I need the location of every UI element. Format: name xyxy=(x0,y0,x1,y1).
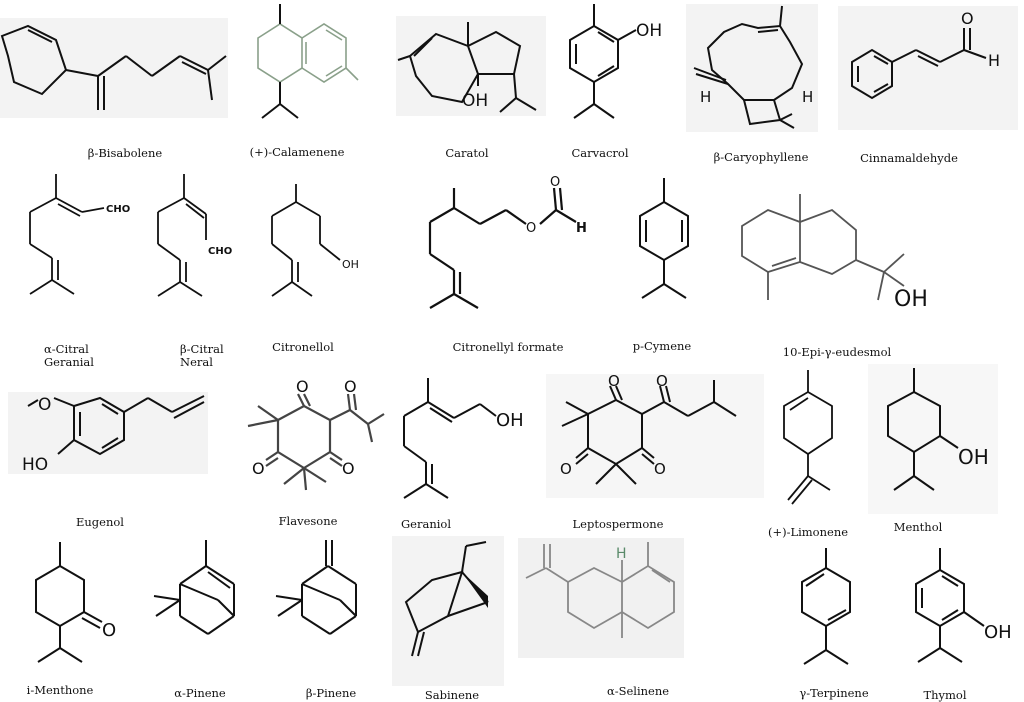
label-caratol: Caratol xyxy=(445,146,489,160)
leptospermone-o-right: O xyxy=(654,460,666,478)
label-caryophyllene: β-Caryophyllene xyxy=(713,150,809,164)
structure-limonene xyxy=(783,370,833,505)
structure-apinene xyxy=(153,540,235,635)
structure-caratol: OH xyxy=(396,16,546,116)
structure-leptospermone: O O O O xyxy=(546,374,764,498)
label-geranial: Geranial xyxy=(44,355,94,369)
caryophyllene-h-left: H xyxy=(700,88,711,106)
structure-bpinene xyxy=(275,540,357,635)
selinene-hydrogen: H xyxy=(616,546,627,562)
label-geraniol: Geraniol xyxy=(400,517,452,531)
flavesone-o-left: O xyxy=(252,459,265,478)
label-menthone: i-Menthone xyxy=(26,683,94,697)
thymol-hydroxyl: OH xyxy=(984,622,1012,643)
label-citral-beta: β-Citral xyxy=(180,342,224,356)
cinnamaldehyde-oxygen: O xyxy=(961,9,974,28)
citral-beta-cho: CHO xyxy=(208,246,232,257)
structure-cymene xyxy=(639,178,689,299)
label-flavesone: Flavesone xyxy=(278,514,338,528)
menthol-hydroxyl: OH xyxy=(958,445,989,469)
label-sabinene: Sabinene xyxy=(424,688,480,702)
flavesone-o-top: O xyxy=(296,377,309,396)
label-limonene: (+)-Limonene xyxy=(767,525,849,539)
structure-menthone: O xyxy=(35,542,116,663)
structure-caryophyllene: H H xyxy=(686,4,818,132)
eugenol-hydroxyl: HO xyxy=(22,455,48,474)
label-citronellyl-formate: Citronellyl formate xyxy=(452,340,564,354)
leptospermone-o-top: O xyxy=(608,374,620,390)
eugenol-methoxy-oxygen: O xyxy=(38,395,51,415)
menthone-oxygen: O xyxy=(102,620,116,641)
structure-bisabolene xyxy=(0,18,228,118)
label-leptospermone: Leptospermone xyxy=(572,517,664,531)
label-eudesmol: 10-Epi-γ-eudesmol xyxy=(782,345,892,359)
structure-geraniol: OH xyxy=(403,378,524,499)
label-selinene: α-Selinene xyxy=(606,684,670,698)
structure-carvacrol: OH xyxy=(569,4,662,119)
label-citronellol: Citronellol xyxy=(272,340,334,354)
structure-citronellyl-formate: O O H xyxy=(428,175,587,309)
leptospermone-o-acyl: O xyxy=(656,374,668,390)
structure-calamenene xyxy=(257,4,359,119)
structure-menthol: OH xyxy=(868,364,998,514)
carvacrol-hydroxyl: OH xyxy=(636,21,662,41)
label-eugenol: Eugenol xyxy=(76,515,124,529)
structure-thymol: OH xyxy=(915,548,1012,663)
label-menthol: Menthol xyxy=(893,520,943,534)
citral-alpha-cho: CHO xyxy=(106,204,130,215)
label-neral: Neral xyxy=(180,355,213,369)
label-bpinene: β-Pinene xyxy=(305,686,357,700)
label-carvacrol: Carvacrol xyxy=(571,146,629,160)
structure-eudesmol: OH xyxy=(741,194,928,312)
label-bisabolene: β-Bisabolene xyxy=(87,146,163,160)
label-calamenene: (+)-Calamenene xyxy=(249,145,345,159)
cinnamaldehyde-hydrogen: H xyxy=(988,51,1000,70)
label-cinnamaldehyde: Cinnamaldehyde xyxy=(860,151,958,165)
label-thymol: Thymol xyxy=(923,688,967,702)
structure-citronellol: OH xyxy=(271,184,359,297)
structure-eugenol: O HO xyxy=(8,392,208,474)
formate-hydrogen: H xyxy=(576,221,587,236)
structure-terpinene xyxy=(801,548,851,665)
formate-ester-oxygen: O xyxy=(526,221,536,236)
structure-citral-beta: CHO xyxy=(157,174,232,297)
flavesone-o-acyl: O xyxy=(344,377,357,396)
label-citral-alpha: α-Citral xyxy=(44,342,89,356)
structure-selinene: H xyxy=(518,538,684,658)
caratol-hydroxyl: OH xyxy=(462,91,488,111)
structure-flavesone: O O O O xyxy=(247,377,385,491)
caryophyllene-h-right: H xyxy=(802,88,813,106)
flavesone-o-right: O xyxy=(342,459,355,478)
structure-citral-alpha: CHO xyxy=(29,174,130,295)
label-terpinene: γ-Terpinene xyxy=(799,686,869,700)
eudesmol-hydroxyl: OH xyxy=(894,287,928,312)
label-cymene: p-Cymene xyxy=(632,339,692,353)
citronellol-hydroxyl: OH xyxy=(342,258,359,271)
formate-carbonyl-oxygen: O xyxy=(550,175,560,190)
geraniol-hydroxyl: OH xyxy=(496,410,524,431)
label-apinene: α-Pinene xyxy=(174,686,226,700)
structure-cinnamaldehyde: O H xyxy=(838,6,1018,130)
structure-sabinene xyxy=(392,536,504,686)
leptospermone-o-left: O xyxy=(560,460,572,478)
